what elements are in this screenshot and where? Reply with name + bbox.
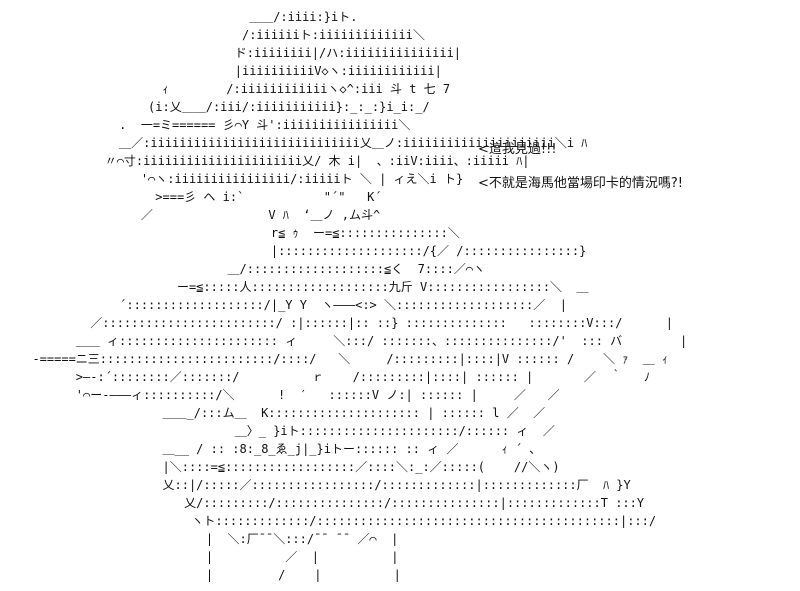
ascii-art-line: /:iiiiiiト:iiiiiiiiiiiii＼ (18, 28, 425, 42)
ascii-art-line: ＿〉_ }iト::::::::::::::::::::::/:::::: ィ ／ (18, 424, 555, 438)
ascii-art-line: '⌒ー‐―――ィ::::::::::/＼ ! ′ ::::::V ノ:| :::… (18, 388, 560, 402)
ascii-art-line: ヽト:::::::::::::/::::::::::::::::::::::::… (18, 514, 657, 528)
ascii-art-line: >===彡 ヘ i:` "´" K´ (18, 190, 382, 204)
ascii-art-line: (i:乂＿＿/:iii/:iiiiiiiiiii}:_:_:}i_i:_/ (18, 100, 430, 114)
ascii-art-line: ＿＿_/:::ム＿ K::::::::::::::::::::: | :::::… (18, 406, 546, 420)
ascii-art-line: |＼::::=≦::::::::::::::::::／::::＼:_:／::::… (18, 460, 560, 474)
ascii-art-line: | / | | (18, 568, 401, 582)
ascii-art-line: 〃⌒寸:iiiiiiiiiiiiiiiiiiiiii乂/ 木 i| 、:iiV:… (18, 154, 530, 168)
dialog-line-1: <這我見過!!! (478, 142, 557, 157)
ascii-art-line: ー=≦:::::人:::::::::::::::::::九斤 V::::::::… (18, 280, 589, 294)
ascii-art-line: ド:iiiiiiii|/ハ:iiiiiiiiiiiiiii| (18, 46, 462, 60)
ascii-art-line: . 一=ミ====== 彡⌒Y 斗':iiiiiiiiiiiiiiii＼ (18, 118, 411, 132)
ascii-art-line: >―-:´::::::::／:::::::/ ｒ /:::::::::|::::… (18, 370, 650, 384)
ascii-art-line: ／ V ﾊ ‘＿ノ ,ム斗^ (18, 208, 381, 222)
ascii-art-line: ＿／:iiiiiiiiiiiiiiiiiiiiiiiiiiiii乂＿ノ:iiii… (18, 136, 588, 150)
dialog-line-2: <不就是海馬他當場印卡的情況嗎?! (478, 176, 684, 191)
ascii-art-line: ´:::::::::::::::::::/|_Y Y ヽ―――<:> ＼::::… (18, 298, 567, 312)
ascii-art-line: ＿/:::::::::::::::::::≦く 7::::／⌒ヽ (18, 262, 486, 276)
ascii-art-line: ＿＿/:iiii:}iト. (18, 10, 358, 24)
ascii-art-line: ＿__ / :: :8:_8_ゑ_j|_}iトー:::::: :: ィ ／ ｨ … (18, 442, 536, 456)
ascii-art-line: |::::::::::::::::::::/{／ /::::::::::::::… (18, 244, 587, 258)
ascii-art-line: | ／ | | (18, 550, 399, 564)
ascii-art-line: r≦ ｩ ー=≦:::::::::::::::＼ (18, 226, 460, 240)
ascii-art-line: |iiiiiiiiiiV◇ヽ:iiiiiiiiiiii| (18, 64, 442, 78)
ascii-art-line: ｨ /:iiiiiiiiiiiiヽ◇^:iii 斗 t 七 7 (18, 82, 451, 96)
ascii-art-figure: ＿＿/:iiii:}iト. /:iiiiiiト:iiiiiiiiiiiii＼ ド… (18, 8, 687, 584)
ascii-art-line: ＿＿ ィ:::::::::::::::::::::: ィ ＼:::/ :::::… (18, 334, 688, 348)
ascii-art-line: '⌒ヽ:iiiiiiiiiiiiiiii/:iiiiiト ＼ | ィえ＼i ト} (18, 172, 464, 186)
ascii-art-line: 乂/:::::::::/:::::::::::::::/::::::::::::… (18, 496, 645, 510)
ascii-art-line: | ＼:厂¯¯＼:::/¯¯ ¯¯ ／⌒ | (18, 532, 399, 546)
ascii-art-line: 乂::|/:::::／:::::::::::::::::/:::::::::::… (18, 478, 631, 492)
ascii-art-line: ／::::::::::::::::::::::::/ :|::::::|:: :… (18, 316, 673, 330)
ascii-art-line: -=====ニ三::::::::::::::::::::::::/::::/ ＼… (18, 352, 668, 366)
